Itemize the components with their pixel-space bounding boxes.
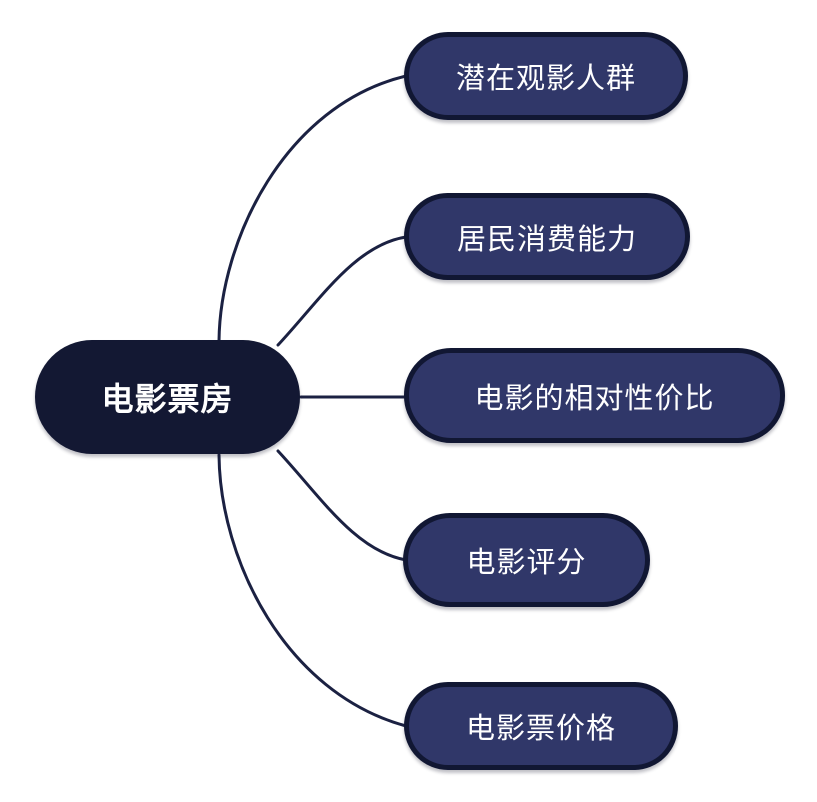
edge-root-to-branch-1 [217, 74, 408, 343]
root-node-movie-box-office[interactable]: 电影票房 [35, 340, 300, 454]
root-node-label: 电影票房 [101, 381, 234, 417]
edge-root-to-branch-4 [276, 449, 408, 562]
branch-node-relative-cost-performance[interactable]: 电影的相对性价比 [404, 348, 785, 443]
branch-node-label: 电影评分 [466, 547, 587, 579]
branch-node-label: 电影的相对性价比 [474, 382, 715, 415]
branch-node-label: 潜在观影人群 [455, 63, 636, 95]
branch-node-ticket-price[interactable]: 电影票价格 [404, 682, 678, 770]
branch-node-potential-audience[interactable]: 潜在观影人群 [404, 32, 688, 120]
branch-node-label: 居民消费能力 [456, 223, 637, 256]
branch-node-movie-rating[interactable]: 电影评分 [403, 513, 650, 607]
edge-root-to-branch-5 [217, 453, 408, 728]
edge-root-to-branch-2 [276, 235, 408, 347]
branch-node-label: 电影票价格 [465, 713, 616, 745]
branch-node-consumer-spending-power[interactable]: 居民消费能力 [404, 193, 690, 280]
